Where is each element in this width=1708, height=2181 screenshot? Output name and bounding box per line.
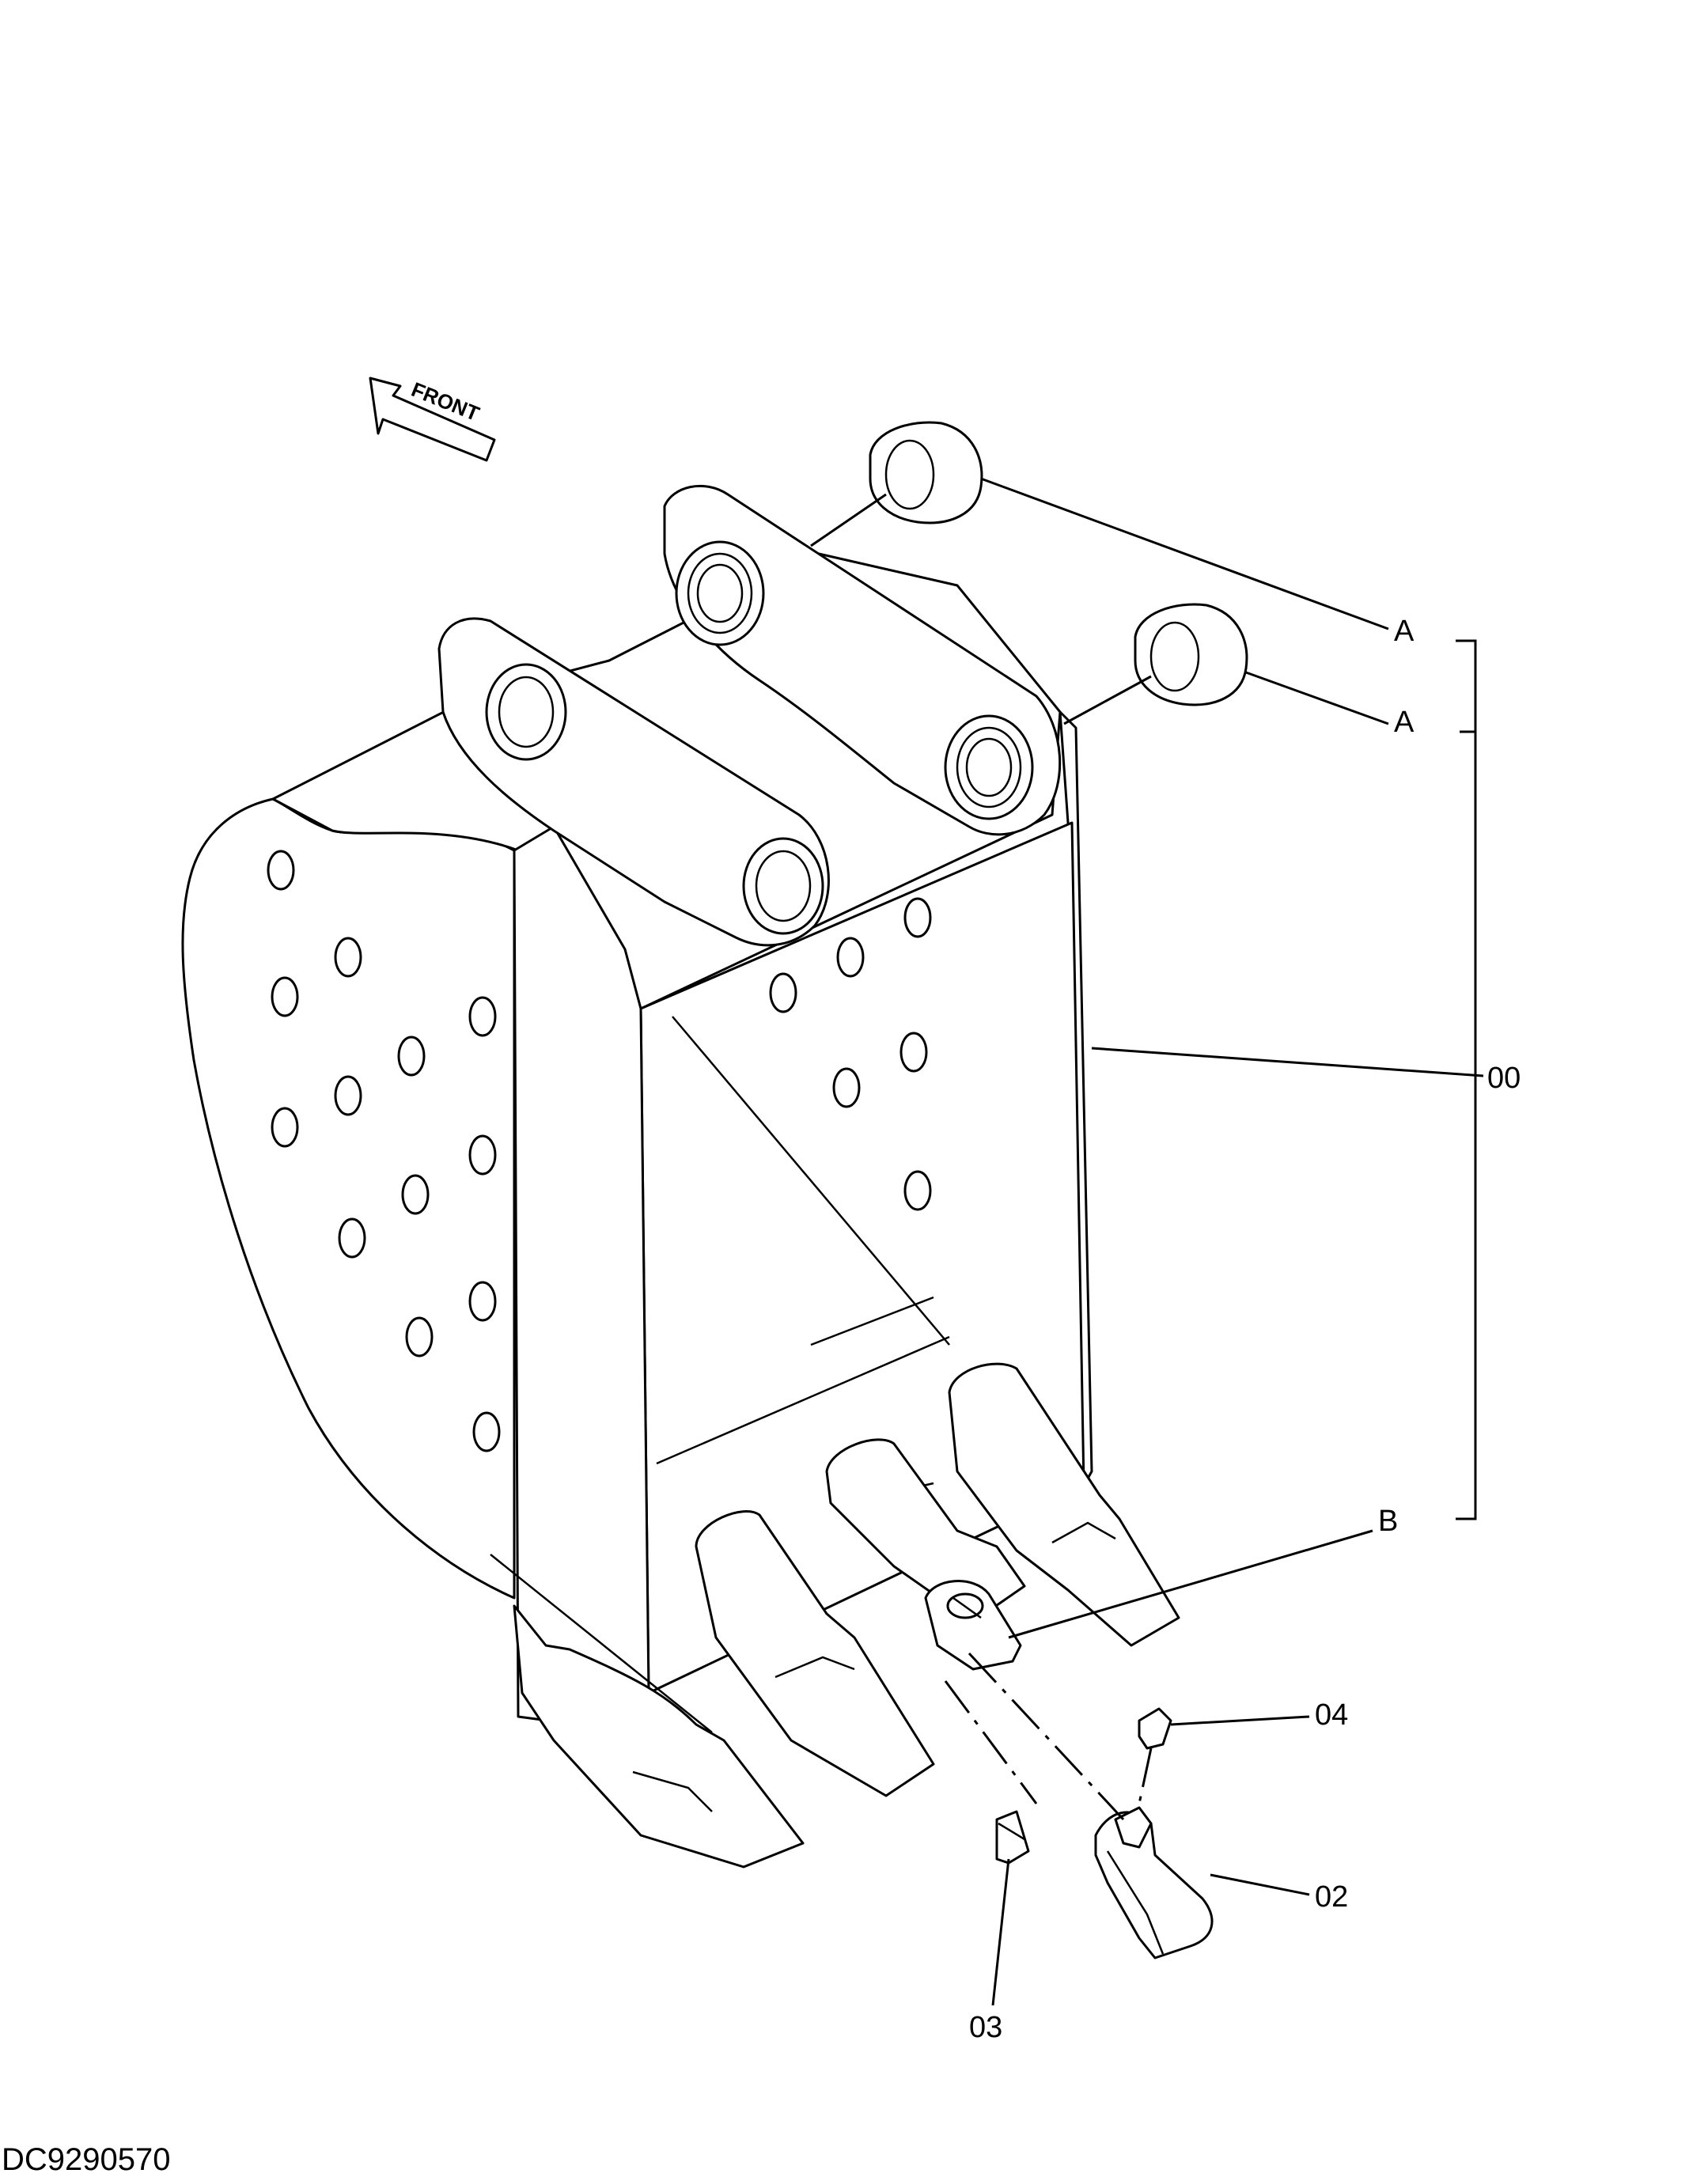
lock-pin [995,1810,1030,1865]
sleeves [869,421,1248,706]
leader-lines [810,477,1484,2006]
callout-labels: A A 00 B 04 02 03 [969,615,1521,2044]
drawing-code: DC9290570 [2,2142,171,2177]
bucket-teeth [513,1362,1180,1869]
callout-tooth-assembly: B [1378,1505,1398,1538]
tooth-1 [513,1604,805,1869]
arrow-left-icon [369,377,496,462]
front-marker: FRONT [369,377,496,462]
retainer-lock [1138,1707,1172,1750]
tooth-point [1094,1806,1214,1959]
sleeve-2 [1134,603,1248,706]
callout-sleeve-1: A [1394,615,1414,648]
back-wall-holes [769,897,932,1211]
sleeve-1 [869,421,983,524]
callout-bucket: 00 [1487,1062,1521,1095]
tooth-adapter [924,1580,1022,1671]
tooth-2 [695,1510,935,1797]
tooth-4 [948,1362,1180,1647]
hinge-brackets [437,484,1062,947]
bracket-right-bore-top [675,540,765,646]
bracket-right-bore-bottom [944,714,1034,820]
callout-pin: 04 [1315,1698,1348,1732]
callout-sleeve-2: A [1394,706,1414,739]
side-plate-holes [267,850,501,1452]
bucket-side-plate [181,797,516,1600]
callout-tooth-point: 02 [1315,1880,1348,1914]
callout-lock: 03 [969,2011,1002,2044]
bucket-front-rib [513,825,650,1734]
